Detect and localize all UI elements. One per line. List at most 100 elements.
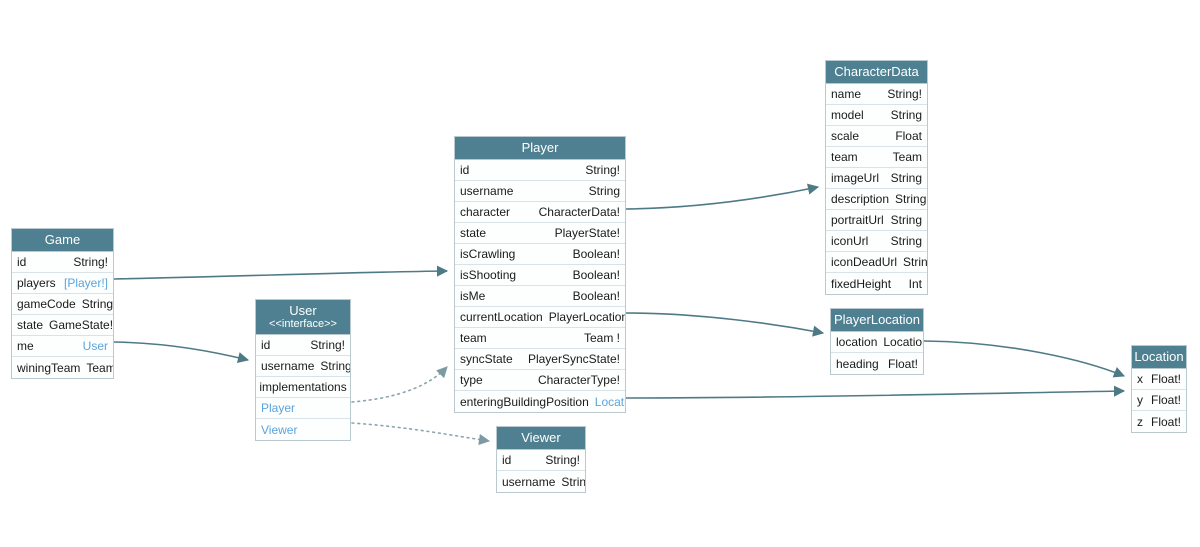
field-type: String <box>561 474 585 489</box>
implementations-label-row: implementations <box>256 377 350 398</box>
field-row[interactable]: team Team <box>826 147 927 168</box>
field-type: Int <box>908 276 922 291</box>
entity-playerlocation[interactable]: PlayerLocation location Location! headin… <box>830 308 924 375</box>
field-row[interactable]: id String! <box>455 160 625 181</box>
implementation-row-viewer[interactable]: Viewer <box>256 419 350 440</box>
implementation-row-player[interactable]: Player <box>256 398 350 419</box>
field-row[interactable]: username String <box>256 356 350 377</box>
entity-characterdata-title: CharacterData <box>826 61 927 84</box>
field-row[interactable]: enteringBuildingPosition Location <box>455 391 625 412</box>
field-name: z <box>1137 414 1143 429</box>
field-row[interactable]: username String <box>497 471 585 492</box>
field-name: team <box>460 331 487 345</box>
field-row[interactable]: character CharacterData! <box>455 202 625 223</box>
field-type: String <box>320 359 350 373</box>
field-row[interactable]: type CharacterType! <box>455 370 625 391</box>
field-row[interactable]: id String! <box>256 335 350 356</box>
field-row[interactable]: name String! <box>826 84 927 105</box>
field-name: username <box>502 474 556 489</box>
field-row[interactable]: description String <box>826 189 927 210</box>
field-type: PlayerSyncState! <box>527 352 620 366</box>
entity-user-stereotype: <<interface>> <box>269 318 337 330</box>
field-name: y <box>1137 393 1143 407</box>
field-type: String! <box>585 163 620 177</box>
field-row[interactable]: z Float! <box>1132 411 1186 432</box>
field-type-link[interactable]: Location <box>883 335 923 349</box>
edge-player-currentlocation-playerlocation <box>625 312 825 337</box>
field-row[interactable]: gameCode String! <box>12 294 113 315</box>
field-type[interactable]: User <box>82 339 108 353</box>
field-type: Team ! <box>583 331 620 345</box>
field-row[interactable]: username String <box>455 181 625 202</box>
edge-player-enteringbuildingposition-location <box>625 385 1126 399</box>
field-type[interactable]: Location! <box>877 335 923 349</box>
field-row[interactable]: id String! <box>12 252 113 273</box>
field-name: iconDeadUrl <box>831 255 898 269</box>
field-name: scale <box>831 129 860 143</box>
entity-location-title: Location <box>1132 346 1186 369</box>
field-name: model <box>831 108 864 122</box>
field-type: Float <box>895 129 922 143</box>
field-row[interactable]: winingTeam Team <box>12 357 113 378</box>
field-row[interactable]: location Location! <box>831 332 923 353</box>
field-row[interactable]: players [Player!] <box>12 273 113 294</box>
field-row[interactable]: model String <box>826 105 927 126</box>
field-type: Float! <box>887 356 918 371</box>
field-name: me <box>17 339 34 353</box>
field-name: description <box>831 192 890 206</box>
field-type-link[interactable]: PlayerLocation <box>548 310 625 324</box>
field-type[interactable]: CharacterData! <box>533 205 620 219</box>
edge-playerlocation-location-location <box>923 340 1126 378</box>
field-name: players <box>17 276 56 290</box>
field-row[interactable]: id String! <box>497 450 585 471</box>
field-row[interactable]: state GameState! <box>12 315 113 336</box>
field-row[interactable]: iconUrl String <box>826 231 927 252</box>
field-type-suffix: ! <box>616 205 620 219</box>
field-type: Team <box>892 150 922 164</box>
edge-player-character-characterdata <box>625 183 820 210</box>
field-type: Boolean! <box>572 289 620 303</box>
field-type-link[interactable]: CharacterData <box>538 205 617 219</box>
field-row[interactable]: fixedHeight Int <box>826 273 927 294</box>
field-row[interactable]: team Team ! <box>455 328 625 349</box>
entity-viewer[interactable]: Viewer id String! username String <box>496 426 586 493</box>
field-row[interactable]: me User <box>12 336 113 357</box>
edge-game-me-user <box>113 341 250 364</box>
field-row[interactable]: y Float! <box>1132 390 1186 411</box>
field-type: String <box>890 171 922 185</box>
field-row[interactable]: x Float! <box>1132 369 1186 390</box>
field-row[interactable]: isMe Boolean! <box>455 286 625 307</box>
field-type: String <box>588 184 620 198</box>
field-row[interactable]: state PlayerState! <box>455 223 625 244</box>
field-row[interactable]: currentLocation PlayerLocation! <box>455 307 625 328</box>
entity-player-title: Player <box>455 137 625 160</box>
field-type[interactable]: [Player!] <box>63 276 108 290</box>
entity-characterdata[interactable]: CharacterData name String! model String … <box>825 60 928 295</box>
entity-playerlocation-title: PlayerLocation <box>831 309 923 332</box>
field-type: String <box>903 255 927 269</box>
field-type: Team <box>86 360 113 375</box>
entity-location[interactable]: Location x Float! y Float! z Float! <box>1131 345 1187 433</box>
field-type: String! <box>310 338 345 352</box>
field-type[interactable]: Location <box>594 394 625 409</box>
entity-user[interactable]: User <<interface>> id String! username S… <box>255 299 351 441</box>
field-name: isCrawling <box>460 247 516 261</box>
field-name: name <box>831 87 862 101</box>
field-row[interactable]: isCrawling Boolean! <box>455 244 625 265</box>
field-type: String <box>890 108 922 122</box>
entity-player[interactable]: Player id String! username String charac… <box>454 136 626 413</box>
entity-game[interactable]: Game id String! players [Player!] gameCo… <box>11 228 114 379</box>
field-type: String! <box>73 255 108 269</box>
field-row[interactable]: syncState PlayerSyncState! <box>455 349 625 370</box>
field-row[interactable]: isShooting Boolean! <box>455 265 625 286</box>
field-row[interactable]: imageUrl String <box>826 168 927 189</box>
field-type: Float! <box>1151 372 1182 386</box>
field-row[interactable]: iconDeadUrl String <box>826 252 927 273</box>
field-row[interactable]: portraitUrl String <box>826 210 927 231</box>
field-type[interactable]: PlayerLocation! <box>543 310 625 324</box>
field-type: CharacterType! <box>537 373 620 387</box>
field-row[interactable]: heading Float! <box>831 353 923 374</box>
field-type: PlayerState! <box>554 226 620 240</box>
field-row[interactable]: scale Float <box>826 126 927 147</box>
